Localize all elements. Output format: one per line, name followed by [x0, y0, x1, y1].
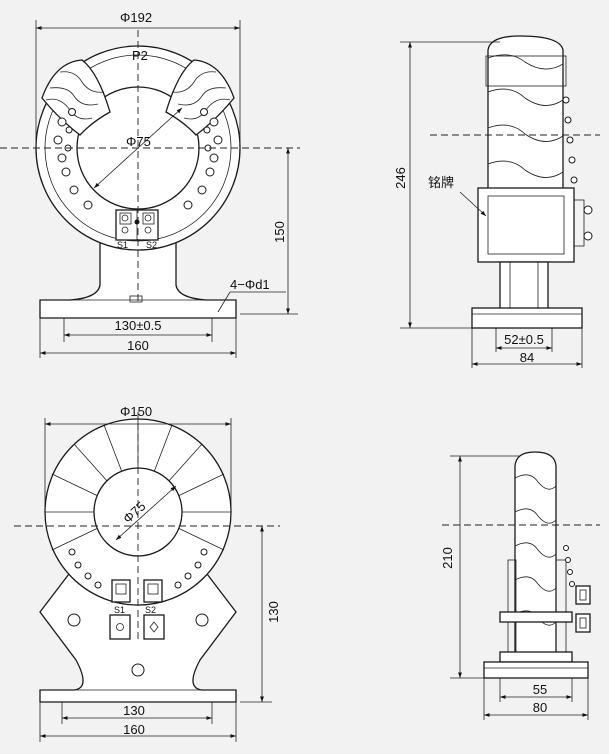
view3-front: S1 S2 Φ150 Φ75 130 130 160 [14, 404, 281, 742]
view3-dim-height: 130 [266, 601, 281, 623]
view2-base [471, 307, 583, 329]
view1-terminal-s2: S2 [146, 240, 157, 250]
view1-coil-holes [53, 108, 223, 210]
view2-dim-base: 84 [520, 350, 534, 365]
view4-dim-slots: 55 [533, 682, 547, 697]
view1-dim-holes: 130±0.5 [115, 318, 162, 333]
view3-dim-outer: Φ150 [120, 404, 152, 419]
view3-coil-dots [68, 548, 208, 589]
view4-dim-base: 80 [533, 700, 547, 715]
view1-holes-label: 4−Φd1 [230, 277, 270, 292]
view1-dim-height: 150 [272, 221, 287, 243]
view1-terminal-box: S1 S2 [115, 209, 159, 250]
view1-dim-base: 160 [127, 338, 149, 353]
view2-nameplate-label: 铭牌 [428, 175, 454, 191]
view3-dim-holes: 130 [123, 703, 145, 718]
view3-dim-base: 160 [123, 722, 145, 737]
view1-marker-p2: P2 [132, 48, 148, 63]
view4-dim-height: 210 [440, 547, 455, 569]
view4-coil [514, 451, 557, 656]
view3-terminal-s2: S2 [145, 605, 156, 615]
view1-front: S1 S2 Φ192 P2 Φ75 150 4−Φd1 130±0.5 160 [0, 10, 300, 358]
view1-dim-inner: Φ75 [126, 134, 151, 149]
view4-side: 210 55 80 [440, 451, 600, 720]
view1-terminal-s1: S1 [117, 240, 128, 250]
view2-side: 246 铭牌 52±0.5 84 [393, 35, 600, 368]
view1-dim-outer: Φ192 [120, 10, 152, 25]
view2-dim-height: 246 [393, 167, 408, 189]
view2-dim-slots: 52±0.5 [504, 332, 544, 347]
view2-nameplate-bracket [477, 187, 575, 263]
view3-fins [45, 419, 231, 551]
view4-base [483, 661, 589, 679]
view3-terminal-s1: S1 [114, 605, 125, 615]
